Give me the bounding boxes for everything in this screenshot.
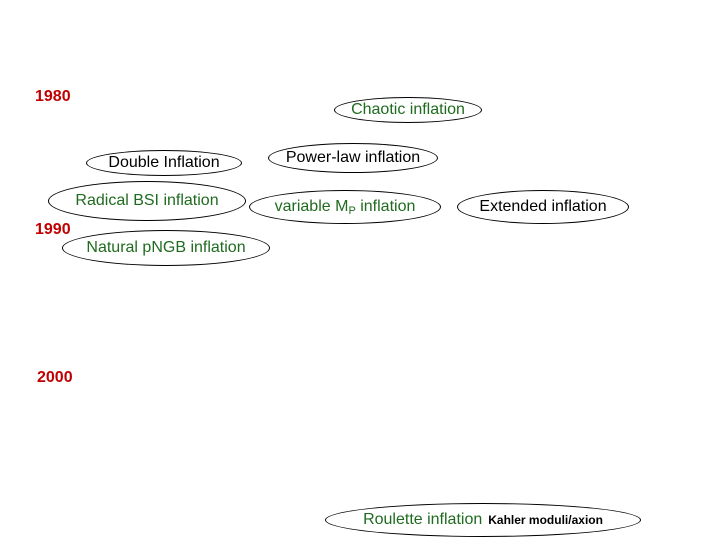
natural-pngb-inflation-label: Natural pNGB inflation <box>86 239 246 256</box>
double-inflation-node: Double Inflation <box>86 150 242 176</box>
year-1980: 1980 <box>35 88 71 105</box>
power-law-inflation-label: Power-law inflation <box>285 149 421 166</box>
variable-mp-inflation-label: variable MP inflation <box>274 197 416 217</box>
extended-inflation-label: Extended inflation <box>479 198 607 215</box>
radical-bsi-inflation-node: Radical BSI inflation <box>48 181 246 221</box>
year-1990: 1990 <box>35 221 71 238</box>
kahler-moduli-note: Kahler moduli/axion <box>488 513 603 527</box>
roulette-inflation-node: Roulette inflation Kahler moduli/axion <box>325 503 641 537</box>
radical-bsi-inflation-label: Radical BSI inflation <box>75 192 219 209</box>
variable-mp-inflation-node: variable MP inflation <box>249 190 441 224</box>
chaotic-inflation-node: Chaotic inflation <box>334 97 482 123</box>
year-2000: 2000 <box>37 369 73 386</box>
chaotic-inflation-label: Chaotic inflation <box>351 101 465 118</box>
roulette-inflation-label: Roulette inflation <box>363 511 483 528</box>
power-law-inflation-node: Power-law inflation <box>268 143 438 173</box>
natural-pngb-inflation-node: Natural pNGB inflation <box>62 230 270 266</box>
double-inflation-label: Double Inflation <box>108 154 220 171</box>
extended-inflation-node: Extended inflation <box>457 190 629 224</box>
